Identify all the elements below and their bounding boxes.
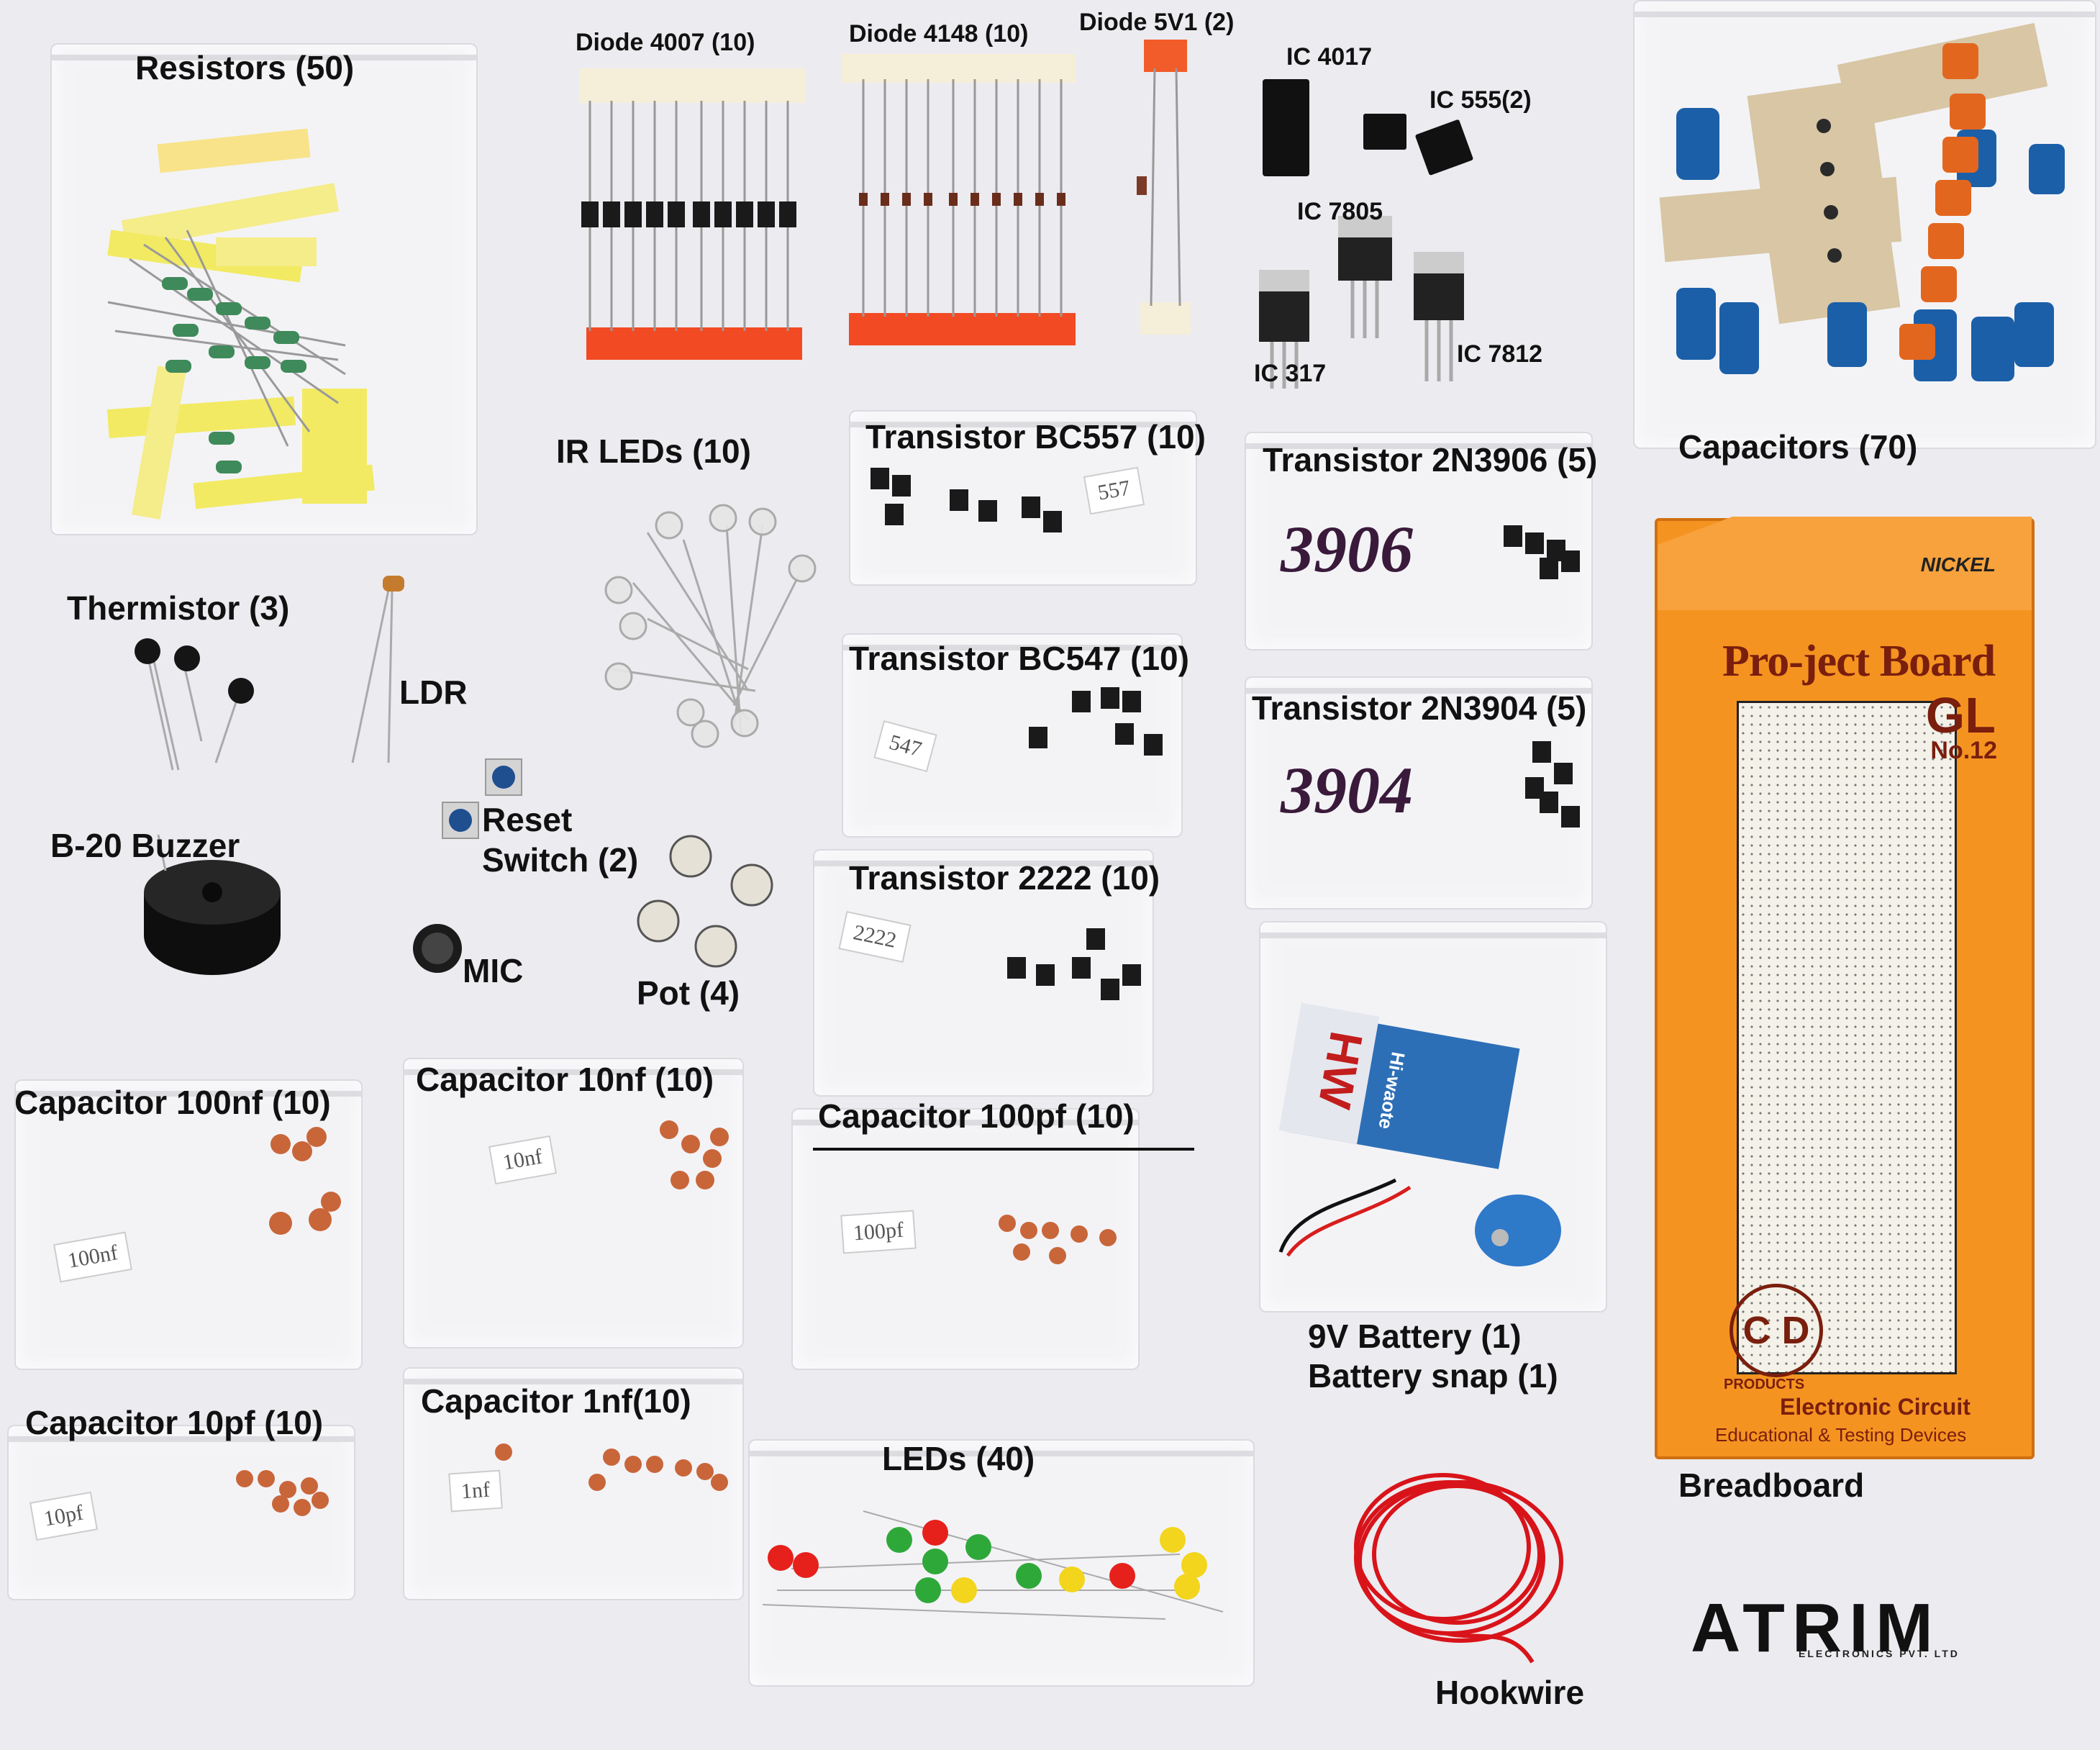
breadboard-maker-logo: C D bbox=[1729, 1284, 1823, 1377]
label-hookwire: Hookwire bbox=[1435, 1674, 1585, 1711]
breadboard-grid bbox=[1737, 701, 1957, 1374]
label-capacitor-100pf: Capacitor 100pf (10) bbox=[818, 1097, 1135, 1135]
handwriting-3906: 3906 bbox=[1281, 512, 1413, 586]
label-ldr: LDR bbox=[399, 674, 468, 711]
breadboard-model: GL bbox=[1925, 687, 1996, 743]
label-leds: LEDs (40) bbox=[882, 1440, 1035, 1477]
label-capacitor-1nf: Capacitor 1nf(10) bbox=[421, 1382, 691, 1420]
diode-4148-illustration bbox=[842, 54, 1076, 345]
label-resistors: Resistors (50) bbox=[135, 49, 355, 86]
label-switch: Switch (2) bbox=[482, 841, 639, 879]
resistors-bag bbox=[50, 43, 478, 535]
breadboard-footer-title: Electronic Circuit bbox=[1780, 1394, 1971, 1420]
label-ic-317: IC 317 bbox=[1254, 360, 1327, 387]
label-ic-7812: IC 7812 bbox=[1457, 340, 1543, 368]
ceramic-caps bbox=[236, 1120, 1117, 1516]
label-mic: MIC bbox=[463, 952, 524, 989]
leds-illustration bbox=[762, 1510, 1224, 1620]
label-reset: Reset bbox=[482, 801, 573, 838]
breadboard-box-flap bbox=[1658, 517, 2032, 610]
label-transistor-2n3906: Transistor 2N3906 (5) bbox=[1263, 441, 1598, 479]
diode-5v1-illustration bbox=[1137, 40, 1191, 335]
label-capacitors: Capacitors (70) bbox=[1678, 428, 1918, 466]
breadboard-nickel: NICKEL bbox=[1920, 553, 1996, 576]
transistor-bodies bbox=[871, 468, 1580, 1000]
label-ic-4017: IC 4017 bbox=[1286, 43, 1373, 71]
buzzer-illustration bbox=[144, 834, 281, 975]
label-transistor-2n3904: Transistor 2N3904 (5) bbox=[1252, 689, 1587, 727]
label-capacitor-10pf: Capacitor 10pf (10) bbox=[25, 1404, 324, 1441]
label-capacitor-10nf: Capacitor 10nf (10) bbox=[416, 1061, 714, 1098]
capacitors-illustration bbox=[1659, 22, 2065, 381]
tag-1nf: 1nf bbox=[448, 1469, 503, 1513]
label-pot: Pot (4) bbox=[637, 974, 740, 1012]
label-ic-555: IC 555(2) bbox=[1429, 86, 1532, 114]
ir-leds-illustration bbox=[604, 504, 817, 748]
breadboard-maker-sub: PRODUCTS bbox=[1724, 1377, 1805, 1392]
thermistor-illustration bbox=[135, 638, 254, 771]
label-capacitor-100nf: Capacitor 100nf (10) bbox=[14, 1084, 331, 1121]
breadboard-box: NICKEL Pro-ject Board GL No.12 C D PRODU… bbox=[1655, 517, 2035, 1459]
ldr-illustration bbox=[351, 576, 404, 763]
transistor-2222-bag bbox=[813, 849, 1154, 1097]
divider-line bbox=[813, 1148, 1194, 1151]
label-breadboard: Breadboard bbox=[1678, 1466, 1865, 1504]
mic-illustration bbox=[413, 924, 462, 973]
label-buzzer: B-20 Buzzer bbox=[50, 827, 240, 864]
breadboard-number: No.12 bbox=[1930, 737, 1997, 764]
atrim-logo: ATRIM bbox=[1691, 1590, 1940, 1667]
label-diode-4148: Diode 4148 (10) bbox=[849, 20, 1029, 47]
capacitor-100nf-bag bbox=[14, 1079, 363, 1370]
leds-bag bbox=[748, 1439, 1255, 1687]
label-ir-leds: IR LEDs (10) bbox=[556, 432, 751, 470]
label-ic-7805: IC 7805 bbox=[1297, 198, 1383, 225]
hookwire-illustration bbox=[1354, 1473, 1563, 1664]
label-9v-battery: 9V Battery (1) bbox=[1308, 1318, 1522, 1355]
breadboard-footer-sub: Educational & Testing Devices bbox=[1715, 1424, 1967, 1446]
reset-switch-illustration bbox=[442, 758, 522, 839]
diode-4007-illustration bbox=[579, 68, 806, 360]
pot-illustration bbox=[637, 835, 773, 968]
label-transistor-bc547: Transistor BC547 (10) bbox=[849, 640, 1189, 677]
resistors-illustration bbox=[106, 128, 375, 520]
tag-100pf: 100pf bbox=[840, 1210, 917, 1254]
handwriting-3904: 3904 bbox=[1281, 753, 1413, 827]
breadboard-brand: Pro-ject Board bbox=[1722, 637, 1996, 686]
atrim-logo-sub: ELECTRONICS PVT. LTD bbox=[1799, 1648, 1960, 1659]
label-transistor-2222: Transistor 2222 (10) bbox=[849, 859, 1160, 897]
label-battery-snap: Battery snap (1) bbox=[1308, 1357, 1558, 1395]
label-transistor-bc557: Transistor BC557 (10) bbox=[865, 418, 1206, 455]
ics-illustration bbox=[1259, 79, 1473, 389]
label-diode-4007: Diode 4007 (10) bbox=[576, 29, 755, 56]
label-diode-5v1: Diode 5V1 (2) bbox=[1079, 9, 1235, 36]
capacitor-10nf-bag bbox=[403, 1058, 744, 1348]
label-thermistor: Thermistor (3) bbox=[67, 589, 290, 627]
battery-illustration bbox=[1278, 1002, 1561, 1266]
